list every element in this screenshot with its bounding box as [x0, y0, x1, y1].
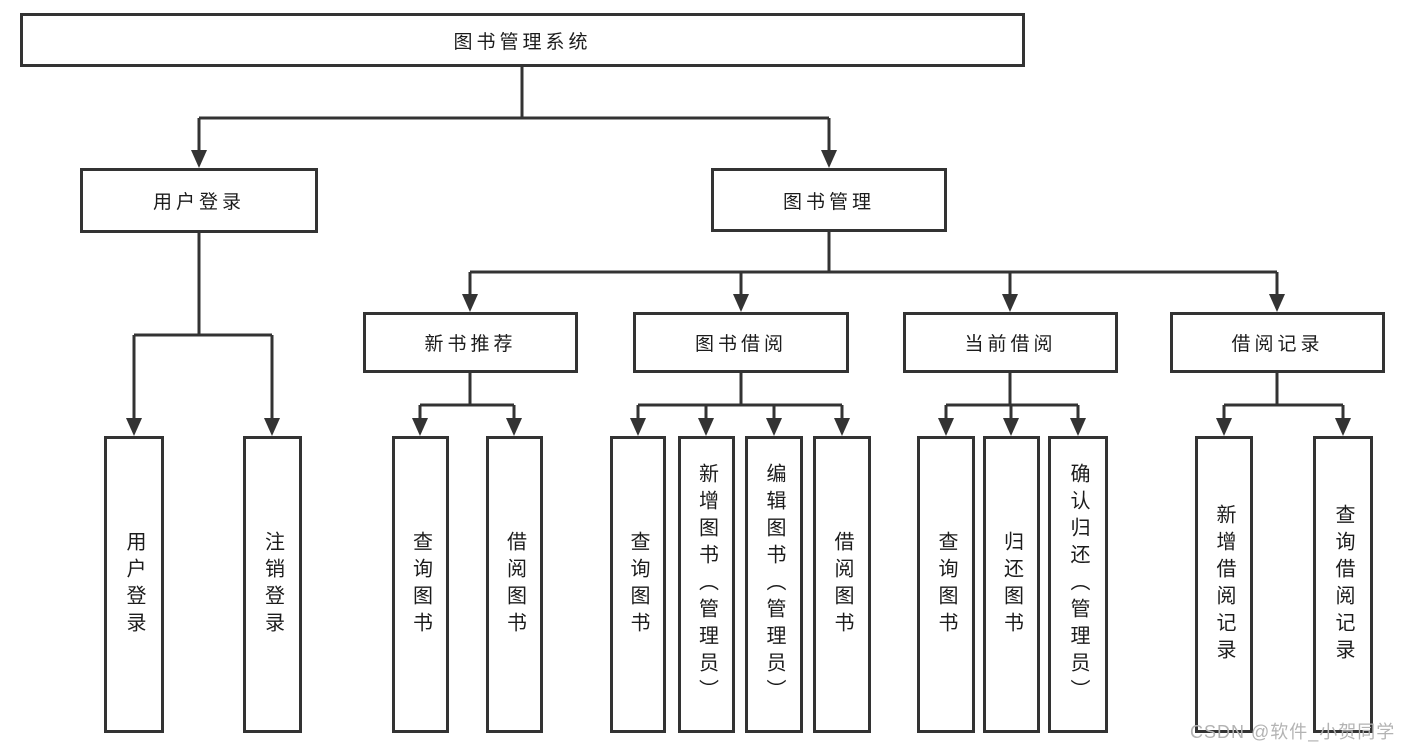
node-borrow-record-label: 借阅记录 [1231, 334, 1324, 355]
leaf-query-books-borrow-label: 查询图书 [627, 530, 649, 639]
leaf-query-books-current: 查询图书 [917, 436, 975, 733]
node-user-login-label: 用户登录 [152, 192, 245, 213]
leaf-add-borrow-record-label: 新增借阅记录 [1213, 503, 1235, 666]
node-root-library-system: 图书管理系统 [20, 13, 1025, 67]
leaf-return-books: 归还图书 [983, 436, 1040, 733]
node-current-borrow-label: 当前借阅 [964, 334, 1057, 355]
leaf-add-books-admin-label: 新增图书（管理员） [695, 463, 718, 706]
leaf-logout-label: 注销登录 [261, 530, 284, 639]
leaf-borrow-books-recommend-label: 借阅图书 [503, 530, 526, 639]
csdn-watermark: CSDN @软件_小贺同学 [1190, 722, 1396, 742]
node-root-label: 图书管理系统 [453, 31, 592, 53]
leaf-query-borrow-record-label: 查询借阅记录 [1332, 503, 1354, 666]
arrowheads [126, 150, 1351, 436]
leaf-confirm-return-admin: 确认归还（管理员） [1048, 436, 1108, 733]
leaf-borrow-books-label: 借阅图书 [831, 530, 853, 639]
leaf-add-borrow-record: 新增借阅记录 [1195, 436, 1253, 733]
leaf-edit-books-admin-label: 编辑图书（管理员） [763, 463, 785, 706]
node-book-borrow-label: 图书借阅 [694, 334, 787, 355]
node-book-borrow: 图书借阅 [633, 312, 849, 373]
node-user-login: 用户登录 [80, 168, 318, 233]
node-new-book-recommend: 新书推荐 [363, 312, 578, 373]
node-current-borrow: 当前借阅 [903, 312, 1118, 373]
leaf-edit-books-admin: 编辑图书（管理员） [745, 436, 803, 733]
leaf-return-books-label: 归还图书 [1000, 530, 1023, 639]
leaf-borrow-books-recommend: 借阅图书 [486, 436, 543, 733]
node-new-book-recommend-label: 新书推荐 [424, 334, 517, 355]
leaf-query-books-current-label: 查询图书 [935, 530, 957, 639]
node-book-management: 图书管理 [711, 168, 947, 232]
leaf-query-books-recommend: 查询图书 [392, 436, 449, 733]
leaf-user-login-label: 用户登录 [123, 530, 145, 639]
node-book-management-label: 图书管理 [782, 191, 875, 213]
leaf-confirm-return-admin-label: 确认归还（管理员） [1067, 463, 1089, 706]
leaf-query-books-borrow: 查询图书 [610, 436, 666, 733]
leaf-query-books-recommend-label: 查询图书 [409, 530, 432, 639]
leaf-add-books-admin: 新增图书（管理员） [678, 436, 735, 733]
leaf-borrow-books: 借阅图书 [813, 436, 871, 733]
node-borrow-record: 借阅记录 [1170, 312, 1385, 373]
leaf-query-borrow-record: 查询借阅记录 [1313, 436, 1373, 733]
leaf-user-login: 用户登录 [104, 436, 164, 733]
leaf-logout: 注销登录 [243, 436, 302, 733]
